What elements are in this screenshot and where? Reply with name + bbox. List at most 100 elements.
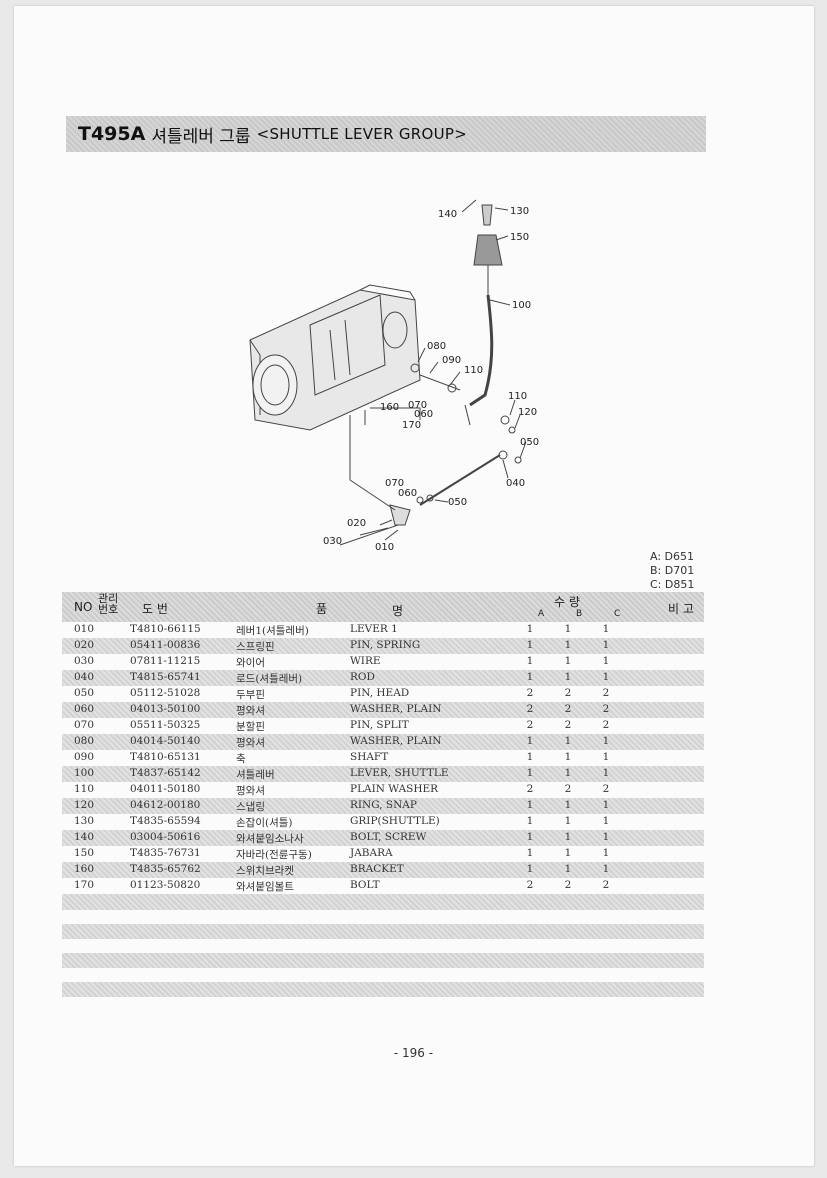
- english-name-cell: BRACKET: [350, 863, 404, 875]
- part-number-cell: T4810-65131: [130, 751, 201, 763]
- qty-c-cell: 2: [602, 703, 610, 715]
- qty-a-cell: 2: [526, 879, 534, 891]
- qty-b-cell: 1: [564, 639, 572, 651]
- english-name-cell: PIN, SPRING: [350, 639, 421, 651]
- section-title-bar: T495A 셔틀레버 그룹 <SHUTTLE LEVER GROUP>: [66, 116, 706, 152]
- header-part: 품: [316, 602, 328, 616]
- part-no-cell: 070: [74, 719, 95, 731]
- part-number-cell: 05411-00836: [130, 639, 201, 651]
- qty-a-cell: 1: [526, 671, 534, 683]
- english-name-cell: LEVER 1: [350, 623, 398, 635]
- english-name-cell: SHAFT: [350, 751, 389, 763]
- english-name-cell: PIN, SPLIT: [350, 719, 409, 731]
- korean-name-cell: 평와셔: [236, 705, 265, 717]
- qty-c-cell: 1: [602, 735, 610, 747]
- part-number-cell: 04014-50140: [130, 735, 201, 747]
- callout: 050: [448, 497, 467, 508]
- qty-c-cell: 1: [602, 799, 610, 811]
- header-remark: 비 고: [668, 602, 694, 616]
- model-a: A: D651: [650, 550, 694, 563]
- header-mgmt: 관리 번호: [98, 592, 119, 616]
- qty-a-cell: 1: [526, 863, 534, 875]
- part-number-cell: 04013-50100: [130, 703, 201, 715]
- qty-b-cell: 2: [564, 879, 572, 891]
- part-no-cell: 040: [74, 671, 95, 683]
- callout: 100: [512, 300, 531, 311]
- header-b: B: [576, 609, 583, 619]
- qty-c-cell: 1: [602, 751, 610, 763]
- english-name-cell: PLAIN WASHER: [350, 783, 439, 795]
- english-name-cell: LEVER, SHUTTLE: [350, 767, 449, 779]
- korean-name-cell: 와셔붙임소나사: [236, 833, 304, 845]
- qty-b-cell: 2: [564, 783, 572, 795]
- qty-c-cell: 2: [602, 687, 610, 699]
- english-name-cell: PIN, HEAD: [350, 687, 410, 699]
- blank-band: [62, 953, 704, 968]
- qty-b-cell: 1: [564, 623, 572, 635]
- callout: 120: [518, 407, 537, 418]
- qty-c-cell: 1: [602, 863, 610, 875]
- part-no-cell: 120: [74, 799, 95, 811]
- part-no-cell: 170: [74, 879, 95, 891]
- qty-b-cell: 1: [564, 799, 572, 811]
- section-code: T495A: [78, 123, 146, 145]
- qty-c-cell: 1: [602, 847, 610, 859]
- korean-name-cell: 분할핀: [236, 721, 265, 733]
- qty-c-cell: 2: [602, 879, 610, 891]
- qty-b-cell: 1: [564, 847, 572, 859]
- qty-c-cell: 1: [602, 831, 610, 843]
- korean-name-cell: 와이어: [236, 657, 265, 669]
- qty-b-cell: 2: [564, 687, 572, 699]
- qty-c-cell: 1: [602, 767, 610, 779]
- part-no-cell: 080: [74, 735, 95, 747]
- qty-b-cell: 2: [564, 703, 572, 715]
- english-name-cell: GRIP(SHUTTLE): [350, 815, 440, 827]
- header-name: 명: [392, 604, 404, 618]
- part-no-cell: 110: [74, 783, 95, 795]
- diagram-callouts: 140 130 150 100 080 090 110 110 120 160 …: [323, 206, 539, 553]
- qty-b-cell: 1: [564, 735, 572, 747]
- part-number-cell: T4837-65142: [130, 767, 201, 779]
- header-no: NO: [74, 600, 93, 614]
- qty-a-cell: 1: [526, 799, 534, 811]
- header-qty: 수 량: [554, 595, 580, 609]
- callout: 020: [347, 518, 366, 529]
- part-no-cell: 150: [74, 847, 95, 859]
- part-number-cell: T4815-65741: [130, 671, 201, 683]
- english-name-cell: ROD: [350, 671, 375, 683]
- english-name-cell: BOLT, SCREW: [350, 831, 427, 843]
- qty-b-cell: 1: [564, 767, 572, 779]
- callout: 060: [398, 488, 417, 499]
- part-number-cell: 01123-50820: [130, 879, 201, 891]
- qty-a-cell: 2: [526, 783, 534, 795]
- callout: 160: [380, 402, 399, 413]
- korean-name-cell: 셔틀레버: [236, 769, 275, 781]
- korean-name-cell: 레버1(셔틀레버): [236, 625, 309, 637]
- section-title-english: <SHUTTLE LEVER GROUP>: [256, 125, 468, 143]
- part-no-cell: 140: [74, 831, 95, 843]
- model-b: B: D701: [650, 564, 695, 577]
- part-number-cell: T4835-65594: [130, 815, 201, 827]
- part-no-cell: 050: [74, 687, 95, 699]
- table-header: NO 관리 번호 도 번 품 명 수 량 A B C 비 고: [62, 592, 704, 622]
- english-name-cell: BOLT: [350, 879, 380, 891]
- korean-name-cell: 축: [236, 753, 246, 765]
- part-number-cell: 04011-50180: [130, 783, 201, 795]
- part-number-cell: T4835-76731: [130, 847, 201, 859]
- callout: 030: [323, 536, 342, 547]
- page-number: - 196 -: [393, 1046, 434, 1060]
- qty-a-cell: 2: [526, 719, 534, 731]
- qty-a-cell: 1: [526, 735, 534, 747]
- korean-name-cell: 손잡이(셔틀): [236, 817, 293, 829]
- callout: 110: [464, 365, 483, 376]
- table-row-empty: [62, 894, 704, 910]
